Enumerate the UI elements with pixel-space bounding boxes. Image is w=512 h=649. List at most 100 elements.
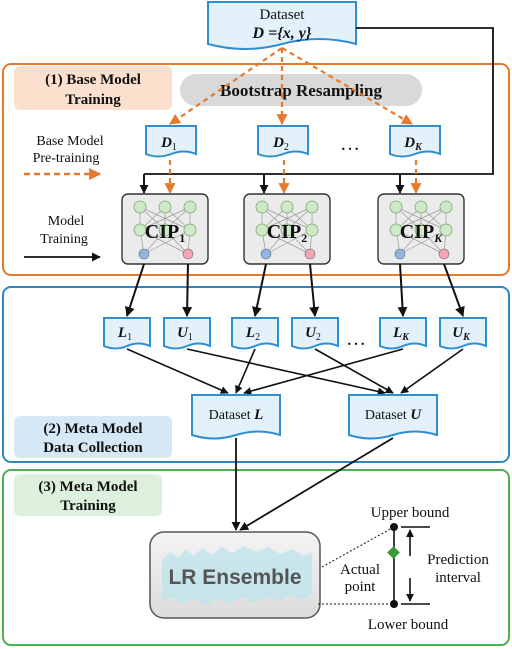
model-name: CIP	[400, 221, 434, 243]
section3-label-line2: Training	[60, 498, 116, 514]
arrow-dataset-to-dk	[281, 47, 413, 125]
output-doc-shape	[439, 317, 487, 350]
section2-label-line1: (2) Meta Model	[43, 421, 142, 437]
network-output-node	[260, 248, 272, 260]
network-edge	[395, 229, 445, 255]
network-node	[439, 223, 453, 237]
arrow-model-to-upper	[309, 263, 320, 317]
upper-dotted	[321, 526, 395, 568]
pretrain-label-line2: Pre-training	[33, 151, 100, 166]
network-edge	[261, 229, 311, 255]
model-sub: K	[433, 231, 443, 245]
output-label: L1	[117, 325, 132, 343]
arrow-to-dataset-U	[400, 348, 464, 394]
prediction-interval-line2: interval	[435, 570, 481, 586]
dataset-L: Dataset L	[191, 394, 281, 440]
subset-dk: DK	[389, 125, 441, 158]
output-symbol: U	[452, 325, 464, 341]
output-sub: 1	[188, 332, 193, 343]
arrow-to-dataset-L	[243, 348, 404, 395]
svg-text:D2: D2	[272, 135, 289, 153]
output-sub: K	[462, 332, 471, 343]
output-label: U2	[305, 325, 321, 343]
network-node	[133, 223, 147, 237]
output-label: LK	[392, 325, 410, 343]
upper-bound-label: Upper bound	[371, 505, 450, 521]
model-cip-3: CIPK	[377, 193, 465, 265]
network-edge	[265, 229, 313, 255]
network-node	[439, 200, 453, 214]
dataset-formula: D ={x, y}	[252, 25, 312, 42]
output-label: U1	[177, 325, 193, 343]
section1-label-line1: (1) Base Model	[45, 72, 141, 88]
bootstrap-pill	[180, 74, 422, 106]
output-sub: K	[401, 332, 410, 343]
prediction-interval-line1: Prediction	[427, 552, 489, 568]
train-label-line2: Training	[40, 232, 88, 247]
arrow-model-to-lower	[397, 263, 408, 317]
section3-label-line1: (3) Meta Model	[38, 479, 137, 495]
output-u-2: U2	[291, 317, 339, 350]
output-u-k: UK	[439, 317, 487, 350]
arrow-model-to-lower	[125, 263, 145, 317]
train-label-line1: Model	[48, 214, 85, 229]
model-name: CIP	[145, 221, 179, 243]
section3-label-bg	[14, 474, 162, 516]
network-node	[280, 200, 294, 214]
output-label: UK	[452, 325, 471, 343]
network-edge	[139, 229, 189, 255]
network-node	[389, 200, 403, 214]
network-node	[280, 223, 294, 237]
subset-d1: D1	[145, 125, 197, 158]
output-l-1: L1	[103, 317, 151, 350]
subset-d1-symbol: D	[160, 135, 172, 151]
model-sub: 1	[179, 231, 185, 245]
subset-d2-symbol: D	[272, 135, 284, 151]
dataset-L-text: Dataset	[209, 408, 251, 423]
output-symbol: U	[177, 325, 189, 341]
output-symbol: L	[117, 325, 127, 341]
network-edge	[399, 229, 447, 255]
network-node	[158, 223, 172, 237]
arrow-model-to-upper	[182, 263, 193, 317]
subset-dk-sub: K	[414, 142, 423, 153]
actual-point-line2: point	[345, 579, 377, 595]
network-output-node	[182, 248, 194, 260]
network-output-node	[138, 248, 150, 260]
output-sub: 2	[316, 332, 321, 343]
svg-text:DK: DK	[403, 135, 423, 153]
output-symbol: L	[392, 325, 402, 341]
ensemble-label: LR Ensemble	[168, 566, 301, 589]
output-u-1: U1	[163, 317, 211, 350]
dataset-U: Dataset U	[348, 394, 438, 440]
dataset-U-sym: U	[410, 407, 422, 423]
arrow-to-dataset-U	[314, 348, 394, 394]
network-node	[414, 223, 428, 237]
network-node	[255, 223, 269, 237]
output-symbol: U	[305, 325, 317, 341]
network-edge	[395, 206, 447, 231]
subset-d2-sub: 2	[284, 142, 289, 153]
subset-d1-sub: 1	[172, 142, 177, 153]
section1-label-bg	[14, 66, 172, 110]
network-node	[255, 200, 269, 214]
section2-label-bg	[14, 416, 172, 458]
output-sub: 2	[255, 332, 260, 343]
model-sub: 2	[301, 231, 307, 245]
pretrain-label-line1: Base Model	[36, 134, 103, 149]
network-node	[305, 200, 319, 214]
network-node	[133, 200, 147, 214]
output-doc-shape	[231, 317, 279, 350]
network-node	[158, 200, 172, 214]
output-l-k: LK	[379, 317, 427, 350]
actual-point-line1: Actual	[340, 562, 380, 578]
network-output-node	[438, 248, 450, 260]
output-l-2: L2	[231, 317, 279, 350]
network-output-node	[394, 248, 406, 260]
ensemble-box: LR Ensemble	[149, 531, 321, 619]
bootstrap-label: Bootstrap Resampling	[220, 81, 382, 100]
output-symbol: L	[245, 325, 255, 341]
